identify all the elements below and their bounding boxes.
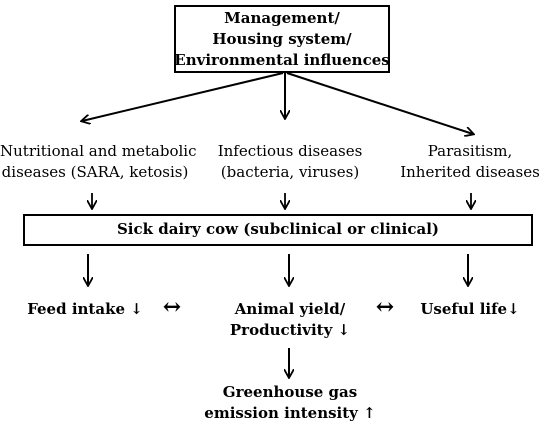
useful-life: Useful life↓ <box>420 300 520 318</box>
cause-parasitism-line-1: Parasitism, <box>427 142 513 160</box>
cause-nutritional-line-2: diseases (SARA, ketosis) <box>1 163 189 181</box>
animal-yield-line-1: Animal yield/ <box>234 300 346 318</box>
arrow-to-nutritional <box>82 72 284 121</box>
arrow-to-parasitism <box>286 72 473 134</box>
cause-infectious-line-1: Infectious diseases <box>217 142 363 160</box>
double-arrow-left: ↔ <box>162 294 182 320</box>
top-box-line-2: Housing system/ <box>212 30 352 48</box>
sick-cow-label: Sick dairy cow (subclinical or clinical) <box>116 220 440 238</box>
animal-yield-line-2: Productivity ↓ <box>229 321 351 339</box>
cause-nutritional: Nutritional and metabolic diseases (SARA… <box>0 141 197 183</box>
cause-parasitism: Parasitism, Inherited diseases <box>390 141 550 183</box>
feed-intake: Feed intake ↓ <box>27 300 143 318</box>
emission-line-1: Greenhouse gas <box>222 383 358 401</box>
emission-line-2: emission intensity ↑ <box>204 404 376 422</box>
top-box-line-1: Management/ <box>224 9 340 27</box>
top-box-line-3: Environmental influences <box>174 51 390 69</box>
top-box-text: Management/ Housing system/ Environmenta… <box>174 8 390 71</box>
double-arrow-right: ↔ <box>375 294 395 320</box>
sick-cow-box <box>23 214 533 246</box>
cause-nutritional-line-1: Nutritional and metabolic <box>0 142 197 160</box>
cause-infectious-line-2: (bacteria, viruses) <box>220 163 360 181</box>
animal-yield: Animal yield/ Productivity ↓ <box>205 299 375 341</box>
cause-infectious: Infectious diseases (bacteria, viruses) <box>205 141 375 183</box>
cause-parasitism-line-2: Inherited diseases <box>400 163 540 181</box>
top-box <box>174 5 390 73</box>
emission-intensity: Greenhouse gas emission intensity ↑ <box>190 382 390 424</box>
